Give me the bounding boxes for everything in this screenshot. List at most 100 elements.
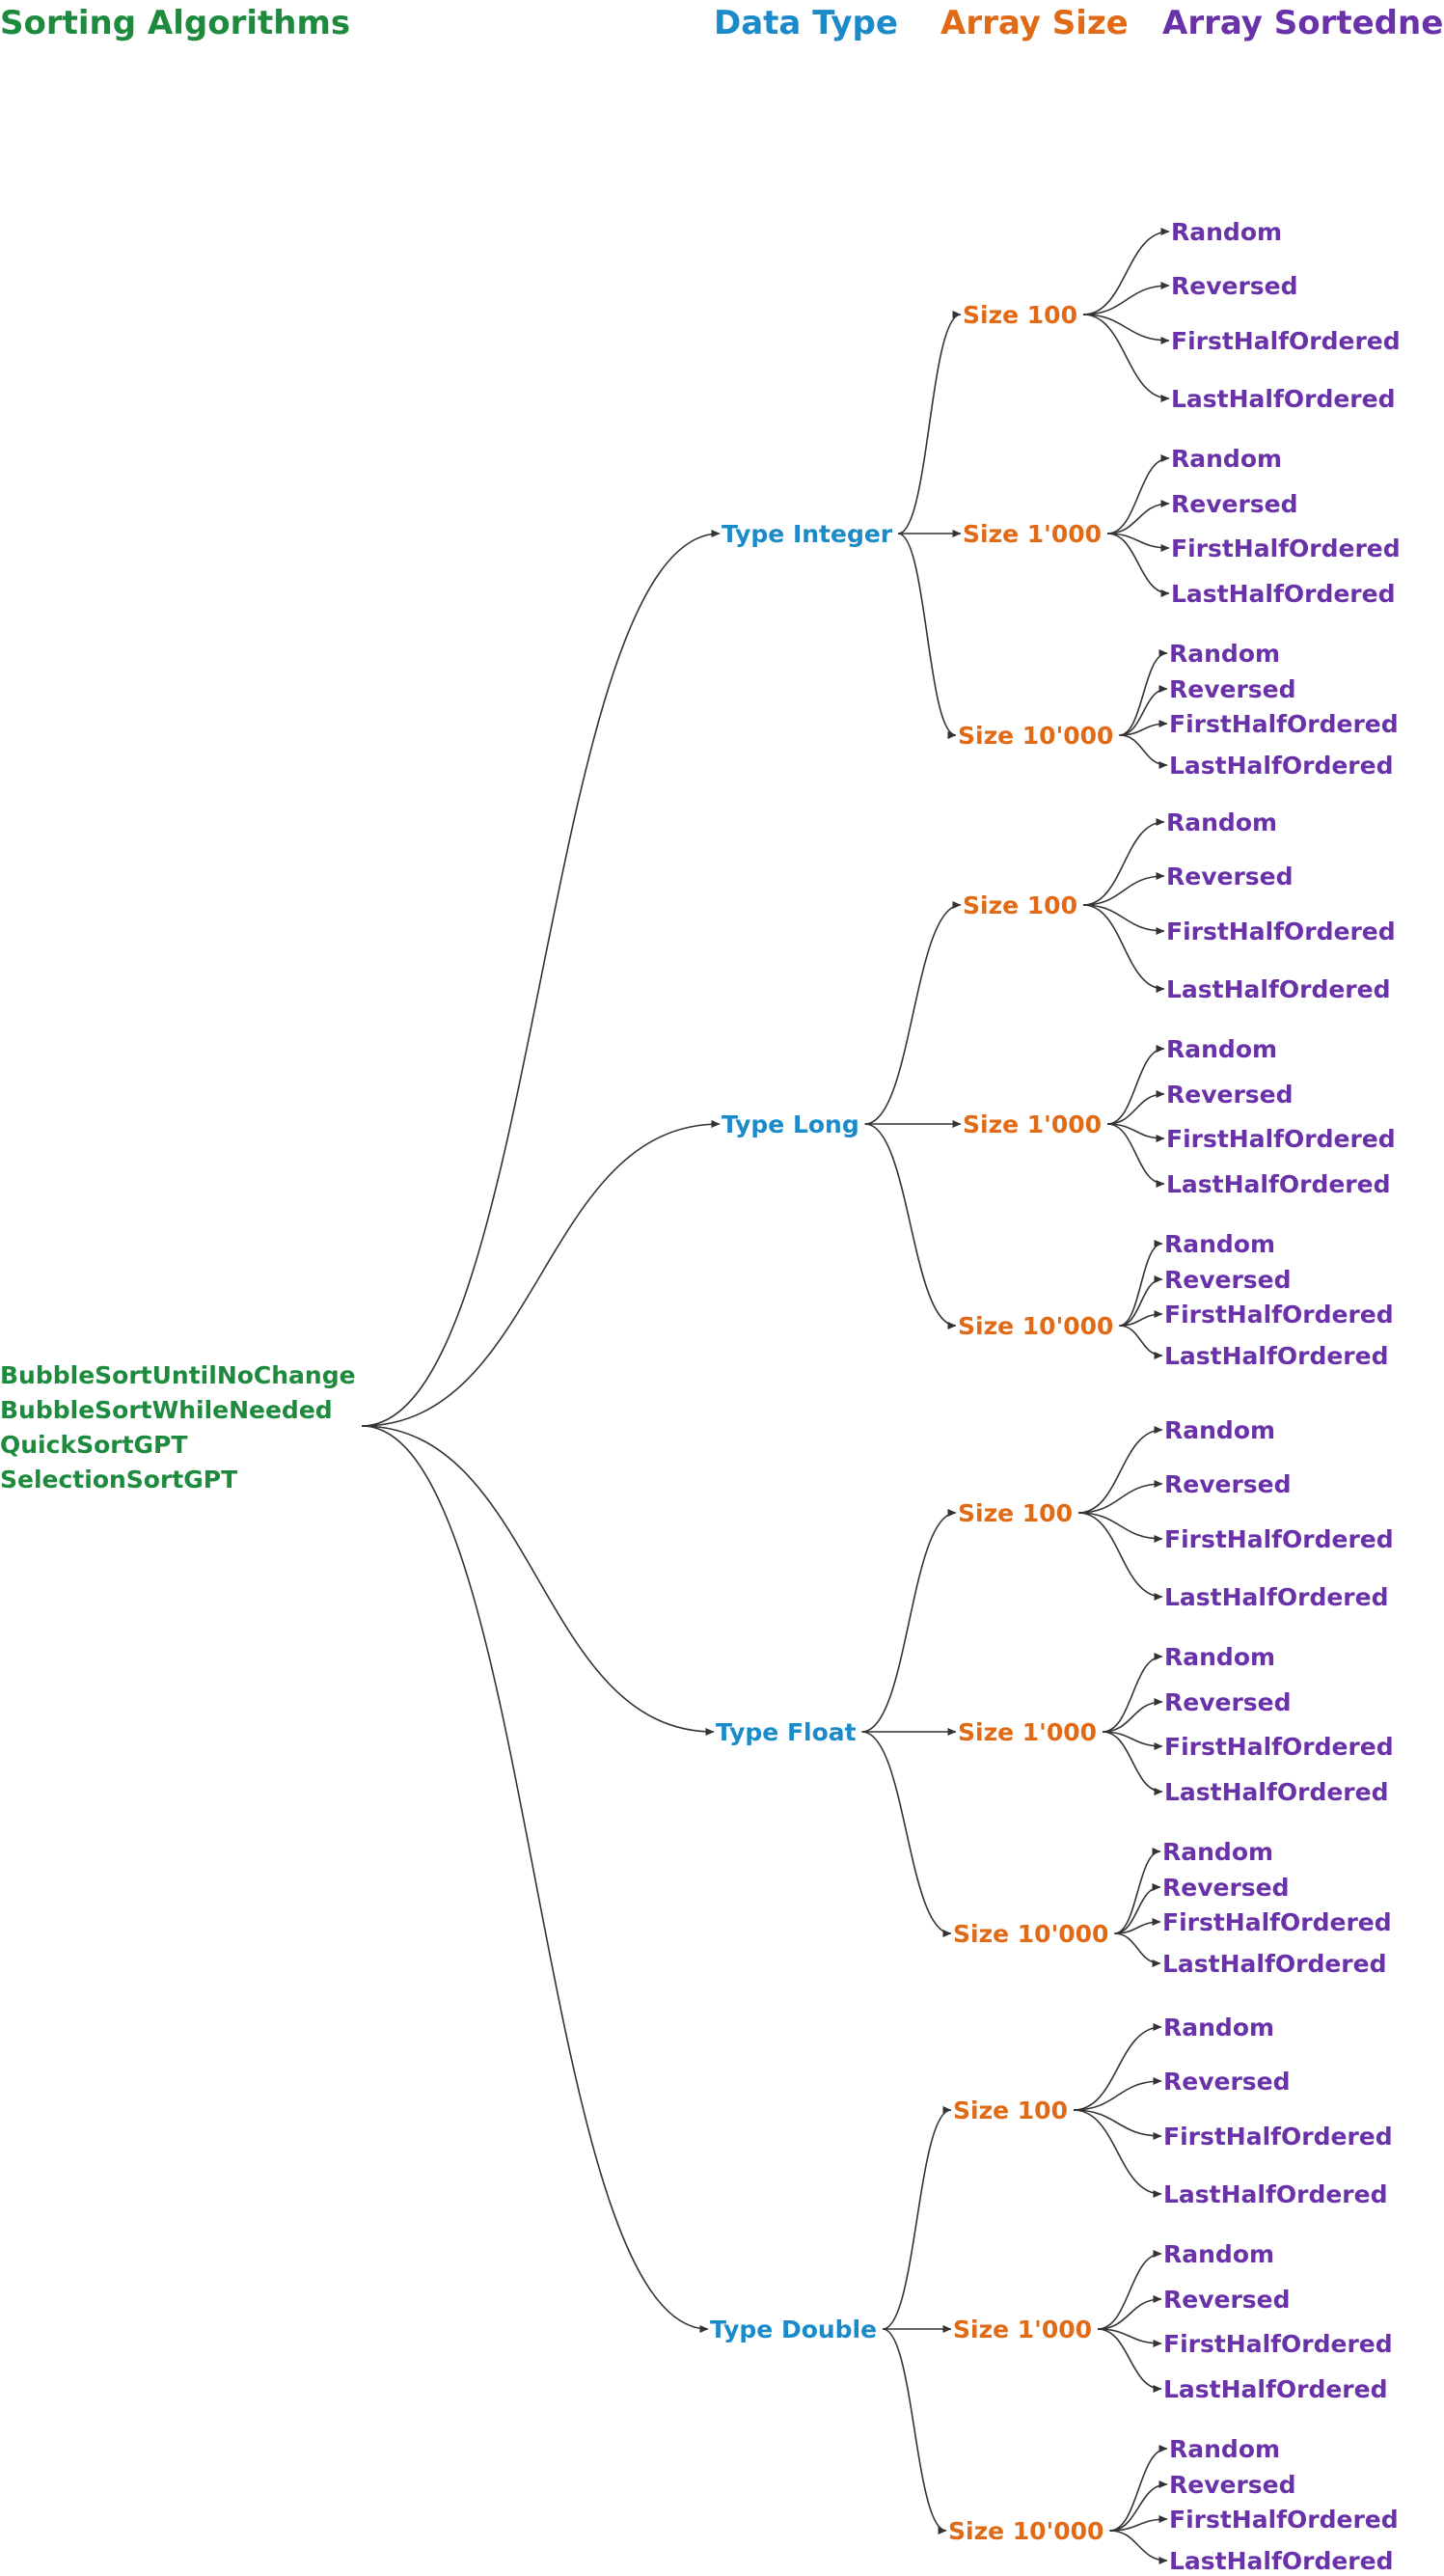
- header-data-type: Data Type: [714, 4, 898, 42]
- sortedness-node-type-double-size-10-000-firsthalfordered: FirstHalfOrdered: [1169, 2506, 1399, 2534]
- sortedness-node-type-integer-size-100-lasthalfordered: LastHalfOrdered: [1171, 385, 1395, 413]
- edge-type-integer-to-size-100: [897, 311, 962, 534]
- edge-type-long-size-1-000-to-lasthalfordered: [1106, 1123, 1165, 1188]
- edge-algorithms-to-type-long: [361, 1120, 721, 1427]
- edge-type-integer-size-100-to-random: [1082, 228, 1170, 315]
- edge-type-float-size-1-000-to-random: [1102, 1653, 1163, 1733]
- sortedness-node-type-double-size-1-000-lasthalfordered: LastHalfOrdered: [1163, 2375, 1387, 2403]
- edge-type-integer-size-100-to-reversed: [1082, 282, 1170, 315]
- edge-type-double-size-100-to-reversed: [1073, 2077, 1162, 2111]
- edge-type-float-to-size-10-000: [861, 1731, 952, 1937]
- type-node-type-long: Type Long: [722, 1110, 859, 1138]
- edge-type-float-size-10-000-to-reversed: [1114, 1883, 1161, 1934]
- edge-type-float-size-100-to-random: [1077, 1426, 1163, 1514]
- sortedness-node-type-float-size-10-000-reversed: Reversed: [1162, 1874, 1290, 1902]
- sortedness-node-type-long-size-1-000-reversed: Reversed: [1166, 1081, 1294, 1109]
- sortedness-node-type-long-size-10-000-firsthalfordered: FirstHalfOrdered: [1164, 1301, 1394, 1329]
- edge-type-float-size-10-000-to-firsthalfordered: [1114, 1918, 1161, 1934]
- sortedness-node-type-float-size-100-random: Random: [1164, 1416, 1275, 1444]
- sortedness-node-type-float-size-1-000-reversed: Reversed: [1164, 1688, 1292, 1716]
- edge-type-integer-size-10-000-to-reversed: [1119, 685, 1168, 736]
- edge-type-double-size-100-to-firsthalfordered: [1073, 2109, 1162, 2140]
- edge-algorithms-to-type-double: [361, 1425, 709, 2333]
- tree-edges: [361, 228, 1170, 2564]
- sortedness-node-type-integer-size-10-000-reversed: Reversed: [1169, 675, 1296, 703]
- header-array-sortedness: Array Sortedness: [1162, 4, 1444, 42]
- sortedness-node-type-double-size-100-firsthalfordered: FirstHalfOrdered: [1163, 2123, 1393, 2151]
- size-node-type-float-size-100: Size 100: [958, 1499, 1073, 1527]
- sortedness-node-type-long-size-1-000-random: Random: [1166, 1035, 1277, 1063]
- edge-type-integer-size-1-000-to-lasthalfordered: [1106, 533, 1170, 597]
- edge-type-float-size-1-000-to-firsthalfordered: [1103, 1731, 1163, 1750]
- edge-type-long-size-100-to-firsthalfordered: [1082, 904, 1165, 935]
- algorithm-bubble-sort-until-no-change: BubbleSortUntilNoChange: [0, 1361, 356, 1389]
- type-node-type-double: Type Double: [710, 2316, 877, 2343]
- sortedness-node-type-double-size-1-000-firsthalfordered: FirstHalfOrdered: [1163, 2330, 1393, 2358]
- edge-type-float-size-1-000-to-reversed: [1103, 1698, 1163, 1733]
- sortedness-node-type-long-size-100-random: Random: [1166, 808, 1277, 836]
- edge-type-integer-size-1-000-to-firsthalfordered: [1107, 533, 1170, 552]
- type-node-type-integer: Type Integer: [722, 520, 893, 548]
- edge-type-double-size-10-000-to-firsthalfordered: [1109, 2515, 1168, 2532]
- sortedness-node-type-integer-size-10-000-lasthalfordered: LastHalfOrdered: [1169, 752, 1393, 780]
- sortedness-node-type-float-size-10-000-random: Random: [1162, 1838, 1273, 1866]
- size-node-type-double-size-1-000: Size 1'000: [953, 2316, 1092, 2343]
- edge-type-double-to-size-10-000: [882, 2328, 947, 2535]
- algorithm-list: BubbleSortUntilNoChange BubbleSortWhileN…: [0, 1361, 356, 1494]
- edge-type-integer-to-size-10-000: [897, 533, 957, 739]
- edge-type-integer-size-1-000-to-random: [1106, 454, 1170, 534]
- size-node-type-double-size-10-000: Size 10'000: [948, 2517, 1103, 2545]
- sortedness-node-type-float-size-1-000-firsthalfordered: FirstHalfOrdered: [1164, 1733, 1394, 1761]
- size-node-type-long-size-100: Size 100: [963, 891, 1077, 919]
- edge-type-float-size-1-000-to-lasthalfordered: [1102, 1731, 1163, 1795]
- size-node-type-float-size-1-000: Size 1'000: [958, 1718, 1097, 1746]
- edge-type-integer-size-100-to-lasthalfordered: [1082, 314, 1170, 402]
- edge-type-long-size-10-000-to-firsthalfordered: [1119, 1310, 1163, 1327]
- size-node-type-integer-size-1-000: Size 1'000: [963, 520, 1102, 548]
- edge-type-long-size-1-000-to-random: [1106, 1045, 1165, 1125]
- edge-type-long-size-10-000-to-random: [1119, 1240, 1163, 1327]
- sortedness-node-type-float-size-100-reversed: Reversed: [1164, 1470, 1292, 1498]
- sortedness-node-type-double-size-1-000-random: Random: [1163, 2240, 1274, 2268]
- edge-type-long-size-100-to-reversed: [1082, 872, 1165, 906]
- sortedness-node-type-float-size-10-000-firsthalfordered: FirstHalfOrdered: [1162, 1908, 1392, 1936]
- sortedness-node-type-integer-size-1-000-firsthalfordered: FirstHalfOrdered: [1171, 534, 1401, 562]
- sortedness-node-type-float-size-1-000-random: Random: [1164, 1643, 1275, 1671]
- edge-type-double-to-size-100: [882, 2106, 952, 2330]
- edge-type-double-size-10-000-to-random: [1109, 2445, 1168, 2532]
- size-node-type-long-size-1-000: Size 1'000: [963, 1110, 1102, 1138]
- edge-type-double-size-1-000-to-firsthalfordered: [1098, 2328, 1162, 2347]
- edge-type-double-size-100-to-random: [1073, 2023, 1162, 2111]
- sortedness-node-type-float-size-10-000-lasthalfordered: LastHalfOrdered: [1162, 1950, 1386, 1978]
- sortedness-node-type-integer-size-1-000-reversed: Reversed: [1171, 490, 1298, 518]
- algorithm-bubble-sort-while-needed: BubbleSortWhileNeeded: [0, 1396, 333, 1424]
- sortedness-node-type-integer-size-10-000-random: Random: [1169, 640, 1280, 668]
- edge-type-long-to-size-10-000: [864, 1123, 957, 1329]
- edge-type-integer-size-10-000-to-lasthalfordered: [1119, 734, 1168, 769]
- edge-type-double-size-1-000-to-random: [1097, 2250, 1162, 2330]
- edge-type-long-size-100-to-lasthalfordered: [1082, 904, 1165, 993]
- edge-type-integer-size-1-000-to-reversed: [1107, 500, 1170, 534]
- sortedness-node-type-double-size-100-lasthalfordered: LastHalfOrdered: [1163, 2180, 1387, 2208]
- edge-type-long-size-100-to-random: [1082, 818, 1165, 906]
- edge-type-long-size-1-000-to-firsthalfordered: [1107, 1123, 1165, 1142]
- sortedness-node-type-integer-size-10-000-firsthalfordered: FirstHalfOrdered: [1169, 710, 1399, 738]
- sortedness-node-type-long-size-10-000-reversed: Reversed: [1164, 1266, 1292, 1294]
- size-node-type-double-size-100: Size 100: [953, 2096, 1068, 2124]
- sortedness-node-type-integer-size-1-000-random: Random: [1171, 445, 1282, 473]
- sortedness-node-type-long-size-100-lasthalfordered: LastHalfOrdered: [1166, 975, 1390, 1003]
- sortedness-node-type-long-size-100-firsthalfordered: FirstHalfOrdered: [1166, 918, 1396, 945]
- edge-type-integer-size-10-000-to-random: [1119, 649, 1168, 736]
- edge-type-double-size-1-000-to-lasthalfordered: [1098, 2328, 1162, 2393]
- header-array-size: Array Size: [940, 4, 1129, 42]
- sortedness-node-type-integer-size-1-000-lasthalfordered: LastHalfOrdered: [1171, 580, 1395, 608]
- edge-type-double-size-100-to-lasthalfordered: [1073, 2109, 1162, 2198]
- edge-type-double-size-10-000-to-lasthalfordered: [1109, 2530, 1168, 2564]
- size-node-type-integer-size-100: Size 100: [963, 301, 1077, 329]
- sortedness-node-type-integer-size-100-random: Random: [1171, 218, 1282, 246]
- sortedness-node-type-double-size-100-random: Random: [1163, 2014, 1274, 2042]
- sortedness-node-type-long-size-1-000-lasthalfordered: LastHalfOrdered: [1166, 1170, 1390, 1198]
- edge-type-float-size-10-000-to-lasthalfordered: [1114, 1932, 1161, 1967]
- sortedness-node-type-long-size-100-reversed: Reversed: [1166, 863, 1294, 891]
